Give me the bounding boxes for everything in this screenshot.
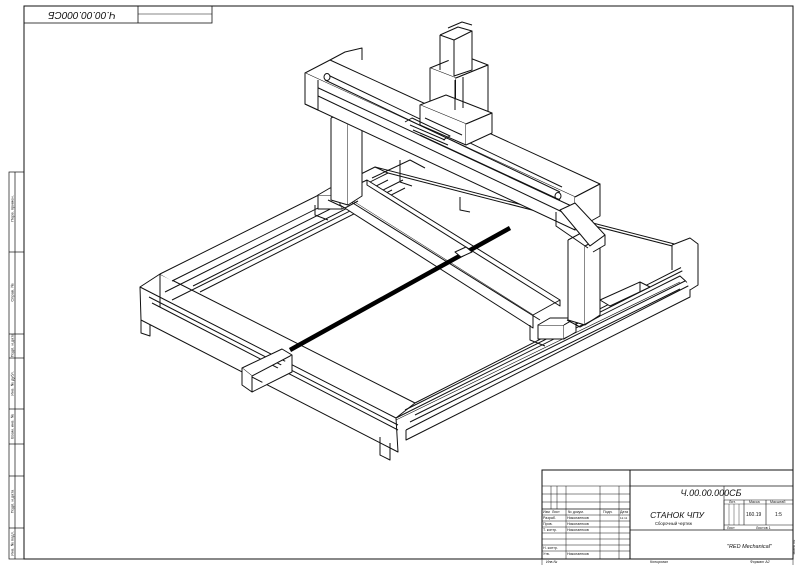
header-doc-no: № докум. [568, 510, 584, 514]
mass-value: 160.19 [746, 512, 762, 518]
bottom-inv: Инв.№ [546, 560, 558, 564]
top-stamp-code: Ч.00.00.000СБ [48, 9, 116, 20]
cnc-machine-drawing [139, 21, 699, 461]
company-name: "RED Mechanical" [727, 544, 772, 550]
role-checker: Пров. [543, 522, 553, 526]
bottom-format: Формат А2 [750, 560, 770, 564]
document-type: Сборочный чертеж [655, 521, 693, 526]
col-head-lit: Лит. [729, 500, 736, 504]
bottom-copied: Копировал [650, 560, 668, 564]
designation-code: Ч.00.00.000СБ [680, 488, 742, 498]
strip-label-first-use: Перв. примен. [9, 195, 15, 222]
strip-label-orig-inv: Инв. № подл. [9, 531, 15, 556]
role-tech-control: Т. контр. [543, 528, 558, 532]
strip-label-reference-no: Справ. № [9, 283, 15, 302]
top-stamp-box [23, 5, 213, 24]
col-head-scale: Масштаб [770, 500, 786, 504]
sheet-label: Лист [727, 526, 735, 530]
header-sign: Подп. [603, 510, 613, 514]
name-developer: Николаенков [567, 516, 589, 520]
title-block-grid [541, 469, 794, 565]
name-approved: Николаенков [567, 552, 589, 556]
side-note: Масса: 0/2 [792, 539, 796, 555]
strip-label-sign-date-2: Подп. и дата [9, 489, 15, 514]
header-list: Лист [552, 510, 560, 514]
header-date: Дата [620, 510, 628, 514]
strip-label-replace-inv: Взам. инв. № [9, 414, 15, 439]
product-name: СТАНОК ЧПУ [650, 510, 704, 520]
role-developer: Разраб. [543, 516, 556, 520]
header-izm: Изм [543, 510, 550, 514]
col-head-mass: Масса [749, 500, 760, 504]
sheets-label: Листов 1 [756, 526, 771, 530]
role-norm-control: Н. контр. [543, 546, 558, 550]
date-developer: 12.11 [620, 516, 628, 520]
scale-value: 1:5 [775, 512, 782, 518]
strip-label-sign-date-1: Подп. и дата [9, 333, 15, 358]
strip-label-dup-inv: Инв. № дубл. [9, 371, 15, 396]
left-strip-grid [8, 171, 25, 560]
role-approved: Утв. [543, 552, 550, 556]
name-tech-control: Николаенков [567, 528, 589, 532]
name-checker: Николаенков [567, 522, 589, 526]
